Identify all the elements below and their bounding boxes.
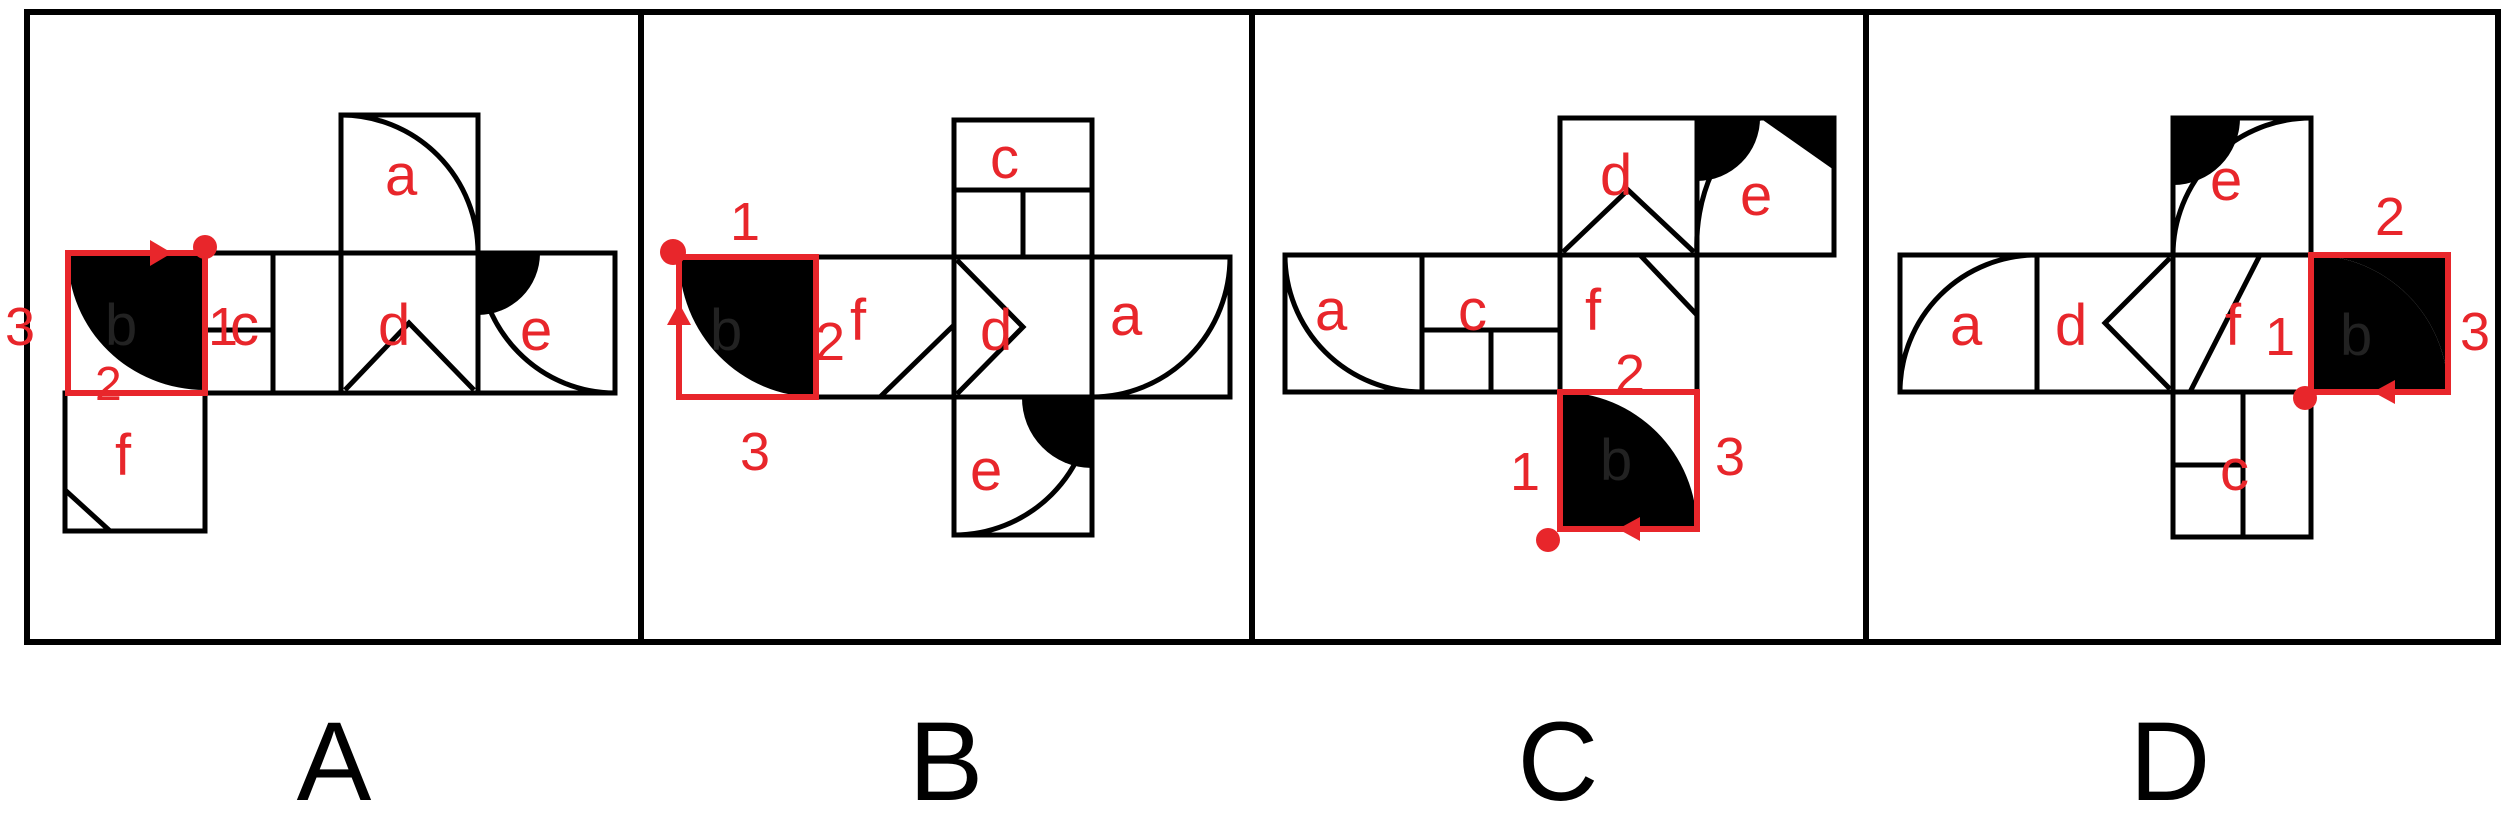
- option-c-face-e: e: [1740, 163, 1772, 228]
- option-a-face-e: e: [520, 298, 552, 363]
- option-a-face-a: a: [385, 143, 418, 208]
- option-b-face-c: c: [990, 126, 1019, 191]
- option-a-face-f: f: [115, 423, 132, 488]
- option-a-edge-1: 1: [208, 297, 238, 357]
- option-b-edge-3: 3: [740, 422, 770, 482]
- option-d-face-d: d: [2055, 293, 2087, 358]
- option-a-label: A: [297, 699, 372, 824]
- option-b-face-e: e: [970, 438, 1002, 503]
- option-b-edge-1: 1: [730, 192, 760, 252]
- option-d-face-b: b: [2340, 303, 2372, 368]
- option-b-label: B: [909, 699, 984, 824]
- option-c-label: C: [1518, 699, 1599, 824]
- option-a-face-c: c: [230, 293, 259, 358]
- option-b-face-b: b: [710, 298, 742, 363]
- option-a-face-b: b: [105, 293, 137, 358]
- option-d-face-a: a: [1950, 293, 1983, 358]
- option-d-edge-2: 2: [2375, 187, 2405, 247]
- option-c-face-b: b: [1600, 428, 1632, 493]
- option-b-edge-2: 2: [815, 312, 845, 372]
- option-c-face-a: a: [1315, 278, 1348, 343]
- option-c-edge-1: 1: [1510, 442, 1540, 502]
- option-b-face-a: a: [1110, 283, 1143, 348]
- option-d-edge-3: 3: [2460, 302, 2490, 362]
- option-b-face-d: d: [980, 298, 1012, 363]
- option-d-net[interactable]: [1897, 115, 2451, 540]
- panel-frame: [24, 9, 2501, 645]
- option-c-edge-2: 2: [1615, 344, 1645, 404]
- option-a-face-d: d: [378, 293, 410, 358]
- option-d-edge-1: 1: [2265, 307, 2295, 367]
- option-a-edge-3: 3: [5, 297, 35, 357]
- option-a-net[interactable]: [62, 112, 618, 534]
- option-c-net[interactable]: [1282, 115, 1837, 552]
- option-d-label: D: [2130, 699, 2211, 824]
- option-c-face-c: c: [1458, 278, 1487, 343]
- option-d-face-f: f: [2225, 293, 2242, 358]
- option-b-face-f: f: [850, 288, 867, 353]
- option-c-face-d: d: [1600, 143, 1632, 208]
- option-a-edge-2: 2: [95, 358, 122, 411]
- option-c-edge-3: 3: [1715, 427, 1745, 487]
- option-c-face-f: f: [1585, 278, 1602, 343]
- option-d-face-e: e: [2210, 148, 2242, 213]
- option-d-face-c: c: [2220, 438, 2249, 503]
- option-b-net[interactable]: [660, 117, 1233, 538]
